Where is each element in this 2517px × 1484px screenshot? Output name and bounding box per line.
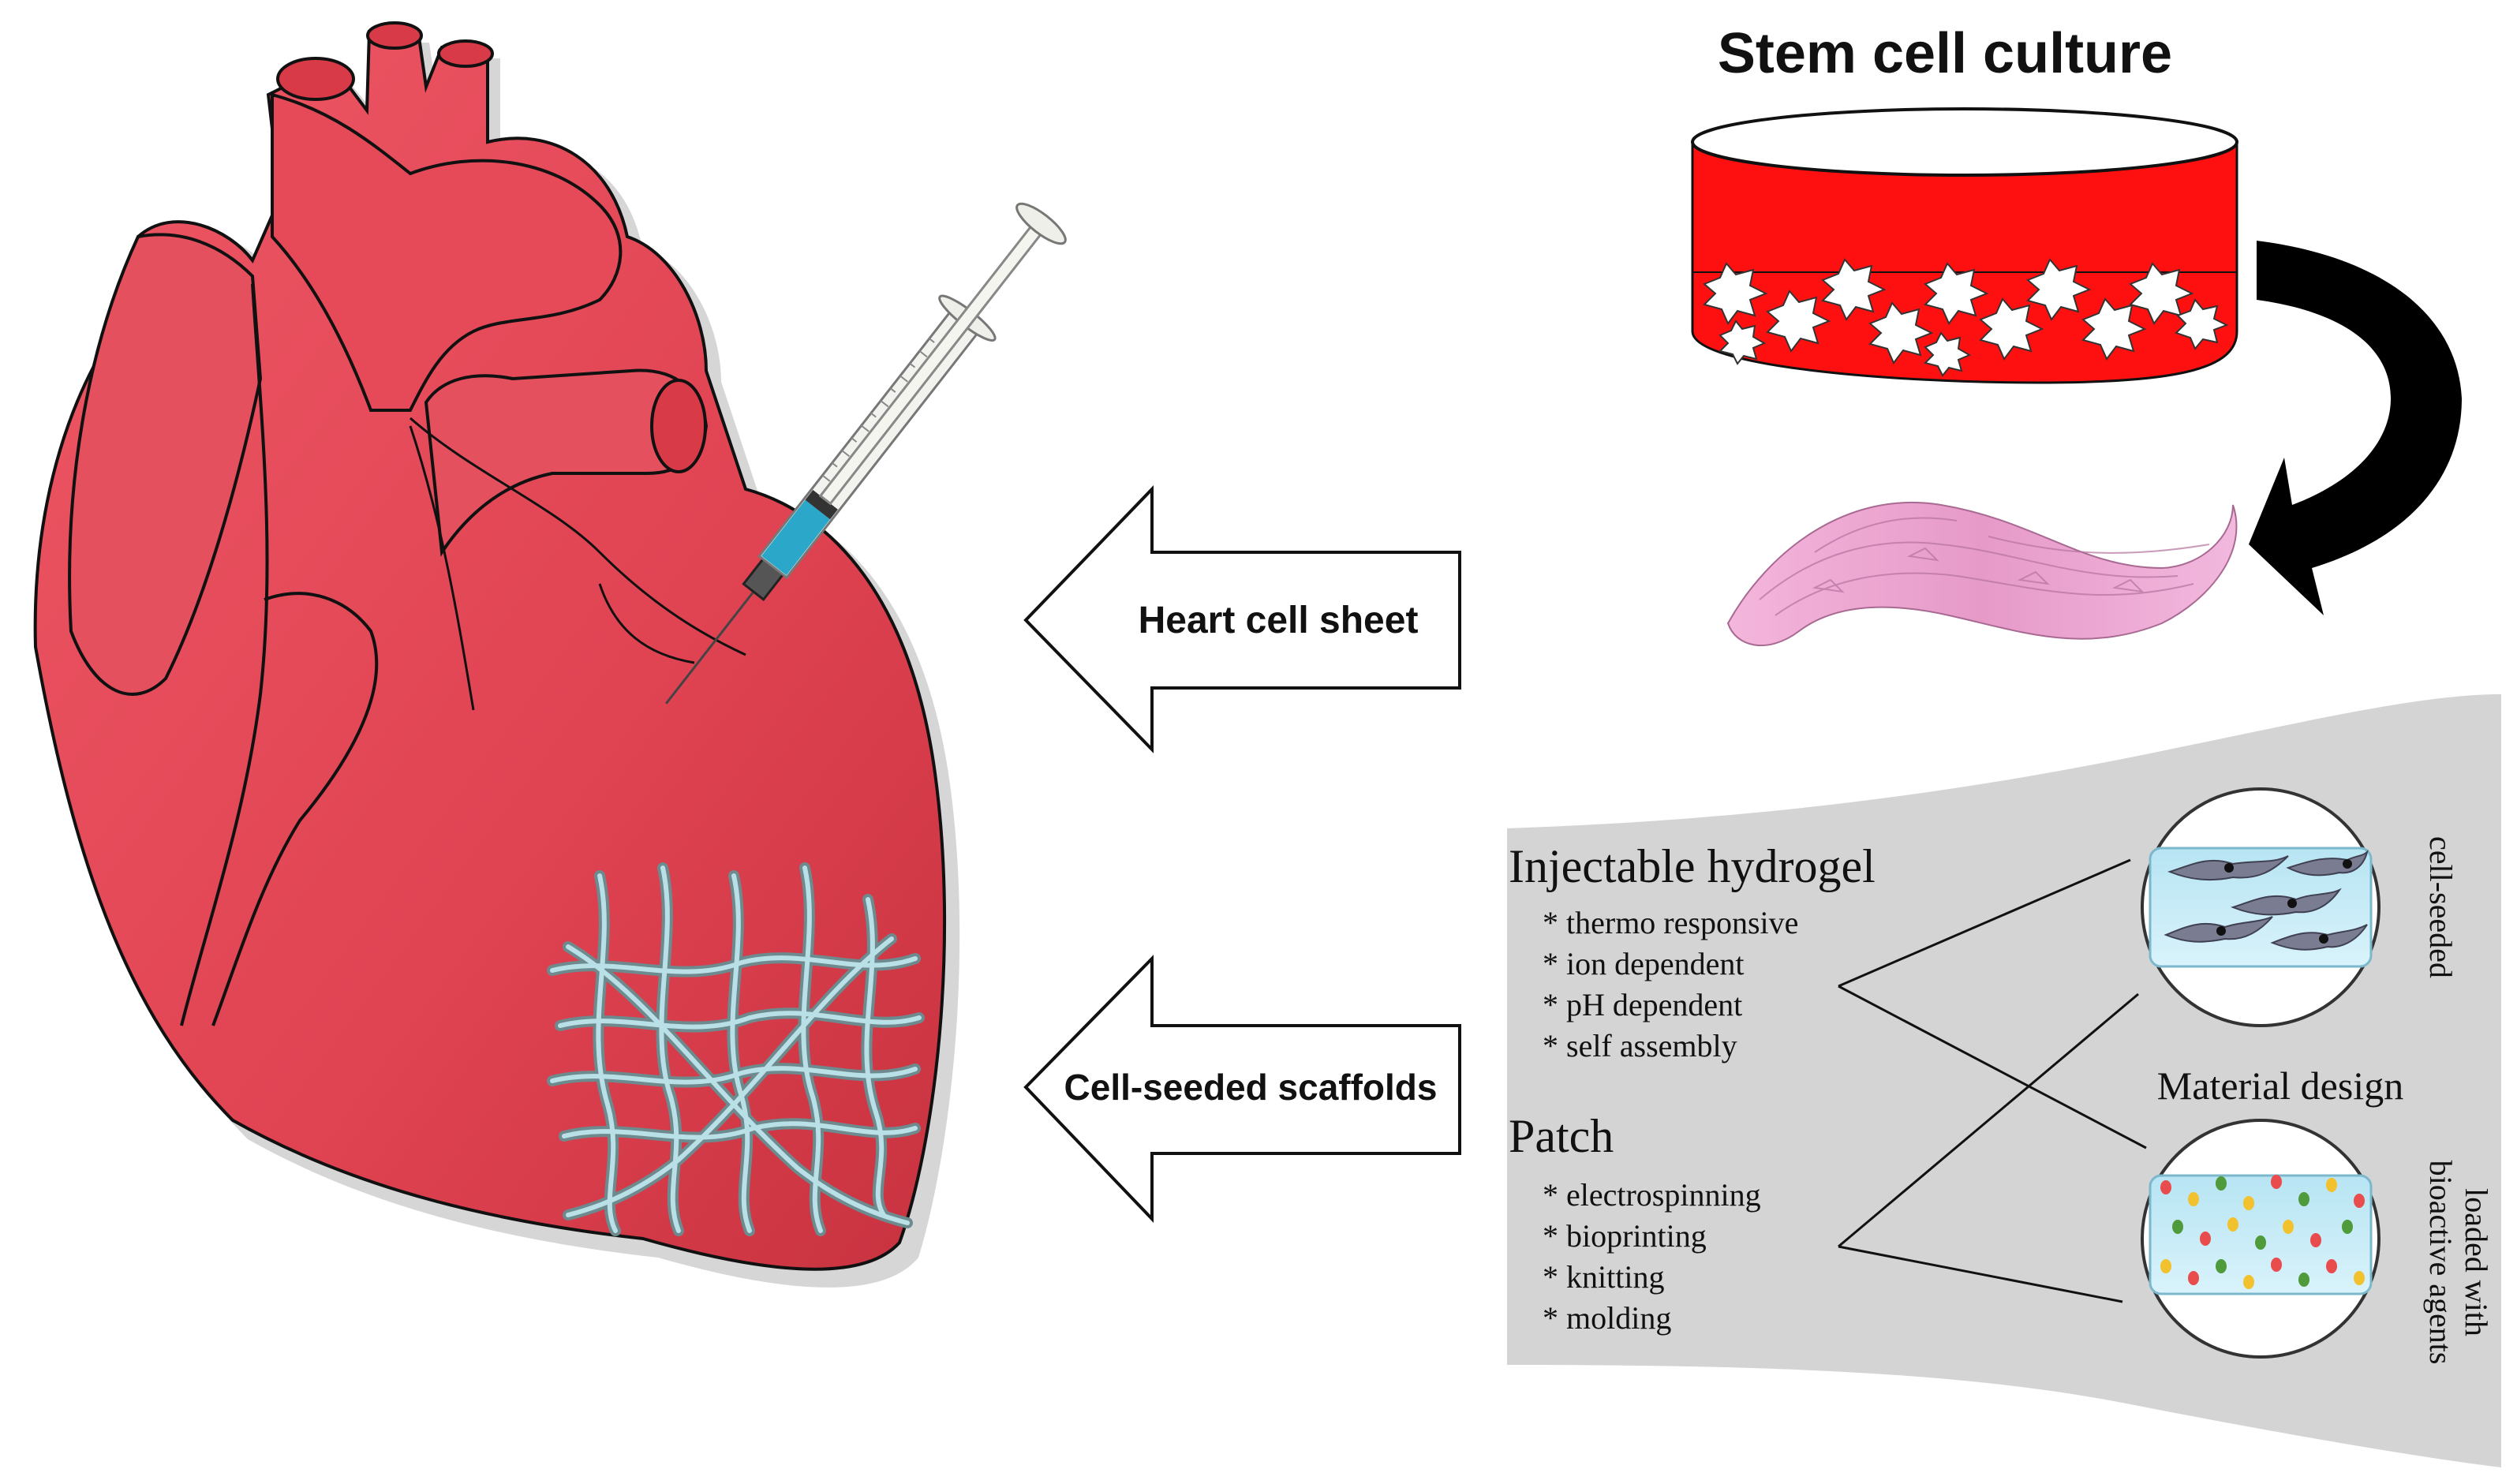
pulmonary-opening (650, 379, 707, 473)
coronary-line-3 (211, 592, 379, 1026)
syringe (664, 202, 1067, 705)
arrow-heart-cell-sheet (1023, 485, 1461, 753)
cell-sheet-shape (1726, 501, 2238, 647)
bioactive-particles (2160, 1175, 2365, 1289)
coronary-line-4 (409, 425, 475, 711)
bioactive-label-line-2: bioactive agents (2423, 1161, 2459, 1365)
culture-dish (1691, 107, 2238, 384)
vessel-3 (437, 39, 494, 68)
vessel-2 (366, 21, 423, 50)
culture-title: Stem cell culture (1718, 22, 2172, 85)
syringe-graduations (821, 338, 935, 482)
heart-cell-sheet (1726, 501, 2238, 647)
bioactive-label-line-1: loaded with (2459, 1188, 2494, 1336)
syringe-plunger-tip (805, 490, 838, 520)
hydrogel-item-3: * pH dependent (1543, 987, 1742, 1022)
material-design-panel (1507, 694, 2501, 1467)
hydrogel-item-4: * self assembly (1543, 1028, 1737, 1063)
patch-title: Patch (1509, 1110, 1614, 1162)
arrow-cell-seeded-scaffolds (1023, 955, 1461, 1223)
dish-wall (1691, 140, 2238, 384)
arrow-top-label: Heart cell sheet (1139, 600, 1419, 641)
cell-seeded-label: cell-seeded (2423, 836, 2459, 978)
aortic-arch (271, 92, 623, 412)
bioactive-gel (2149, 1174, 2373, 1295)
hydrogel-item-1: * thermo responsive (1543, 905, 1798, 940)
dish-rim (1691, 107, 2238, 177)
patch-item-4: * molding (1543, 1300, 1671, 1336)
coronary-line-2 (410, 417, 746, 656)
cell-nuclei (2216, 859, 2352, 944)
heart-illustration (33, 21, 960, 1288)
vessel-1 (276, 57, 355, 101)
hydrogel-item-2: * ion dependent (1543, 946, 1745, 981)
coronary-line-1 (180, 283, 269, 1026)
syringe-thumb-rest (1015, 202, 1067, 245)
syringe-fluid (761, 499, 831, 576)
coronary-line-5 (598, 583, 695, 664)
stem-cells (1703, 258, 2229, 377)
hydrogel-title: Injectable hydrogel (1509, 840, 1876, 892)
right-atrium (68, 233, 263, 696)
connector-lines (1838, 858, 2147, 1303)
syringe-plunger-rod (818, 220, 1046, 506)
patch-item-1: * electrospinning (1543, 1177, 1761, 1213)
arrow-bottom-label: Cell-seeded scaffolds (1064, 1067, 1438, 1108)
arrow-heart-cell-sheet-shape (1023, 485, 1461, 753)
curved-arrow (2249, 241, 2462, 615)
cell-sheet-texture (1759, 517, 2210, 616)
material-design-label: Material design (2157, 1063, 2403, 1108)
syringe-needle (664, 591, 755, 705)
heart-body (33, 30, 947, 1271)
patch-item-2: * bioprinting (1543, 1218, 1707, 1254)
patch-item-3: * knitting (1543, 1259, 1664, 1295)
scaffold-mesh (547, 862, 925, 1236)
arrow-cell-seeded-scaffolds-shape (1023, 955, 1461, 1223)
